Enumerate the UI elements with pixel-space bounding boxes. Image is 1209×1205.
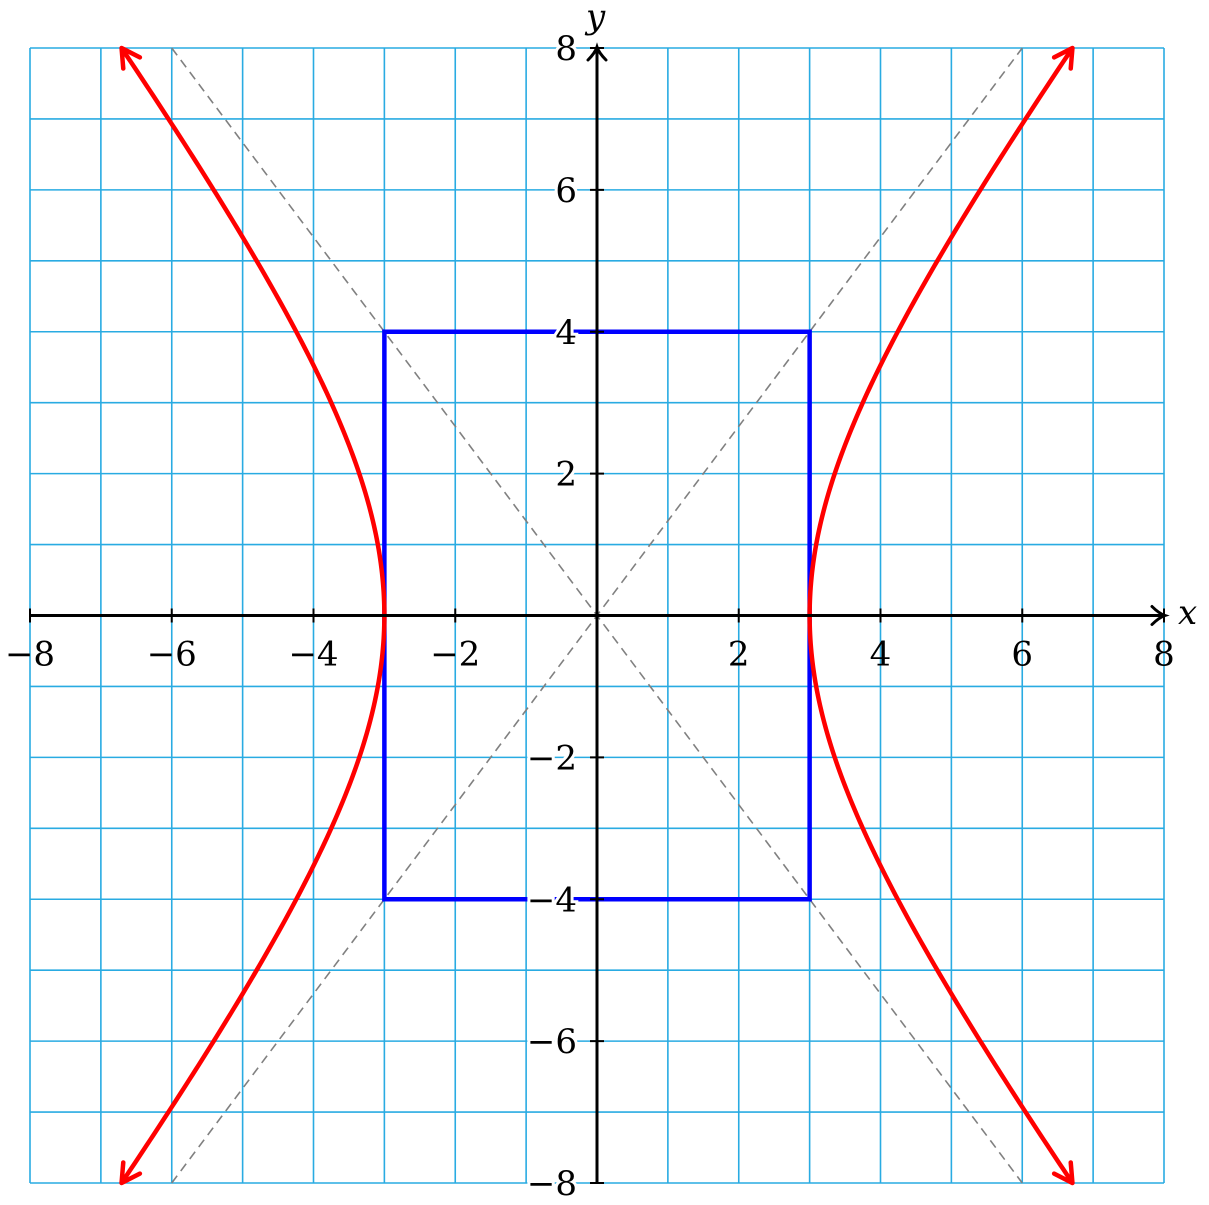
y-tick-label: −2 <box>527 738 577 778</box>
curve-arrowhead <box>1051 45 1075 71</box>
x-tick-label: 6 <box>1011 635 1033 675</box>
y-tick-label: 2 <box>555 455 577 495</box>
x-tick-label: 2 <box>728 635 750 675</box>
y-tick-label: 6 <box>555 171 577 211</box>
x-tick-label: −8 <box>5 635 55 675</box>
axes <box>30 42 1170 1183</box>
x-tick-label: 4 <box>870 635 892 675</box>
y-tick-label: 4 <box>555 313 577 353</box>
x-axis-label: x <box>1178 593 1197 633</box>
x-tick-label: −2 <box>430 635 480 675</box>
y-axis-label: y <box>584 0 606 37</box>
curve-arrowhead <box>119 1160 143 1186</box>
x-tick-label: 8 <box>1153 635 1175 675</box>
y-tick-label: 8 <box>555 29 577 69</box>
y-tick-label: −4 <box>527 880 577 920</box>
x-tick-label: −4 <box>288 635 338 675</box>
y-tick-label: −6 <box>527 1022 577 1062</box>
x-tick-label: −6 <box>147 635 197 675</box>
y-tick-label: −8 <box>527 1164 577 1204</box>
curve-arrowhead <box>1051 1160 1075 1186</box>
curve-arrowhead <box>119 45 143 71</box>
tick-labels: −8 −6 −4 −2 2 4 6 8 −8 −6 −4 −2 2 4 6 8 <box>5 26 1175 1205</box>
